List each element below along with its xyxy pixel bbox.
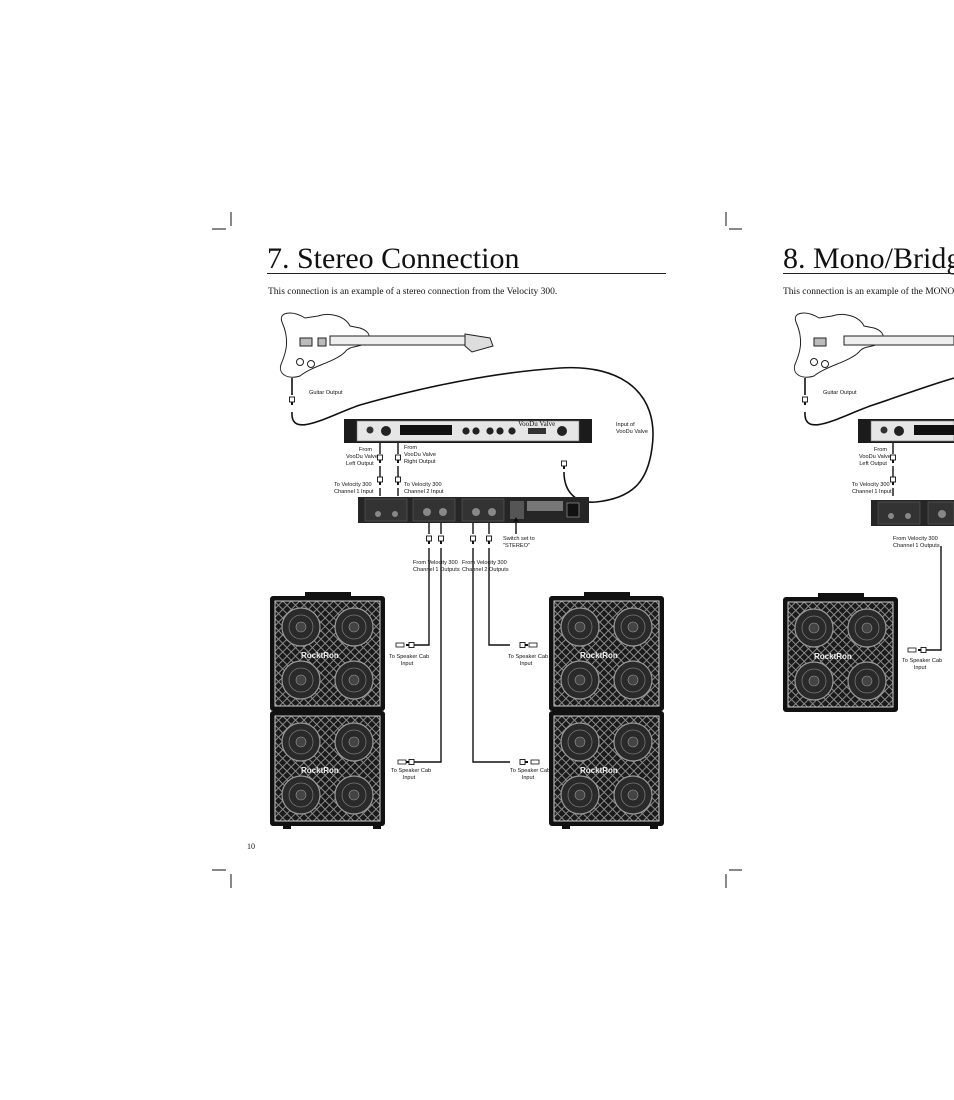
velocity-300-unit-right xyxy=(871,500,954,526)
brand-logo-2: RocktRon xyxy=(301,766,339,775)
brand-logo-3: RocktRon xyxy=(580,651,618,660)
brand-logo-right: RocktRon xyxy=(814,652,852,661)
guitar-illustration-right xyxy=(794,312,954,378)
voodu-valve-unit-right xyxy=(858,419,954,443)
page-title-left: 7. Stereo Connection xyxy=(267,242,520,275)
title-rule-right xyxy=(783,273,954,274)
label-switch: Switch set to"STEREO" xyxy=(503,536,535,549)
page-number: 10 xyxy=(247,842,255,851)
crop-marks xyxy=(212,212,742,888)
brand-logo-1: RocktRon xyxy=(301,651,339,660)
page-title-right: 8. Mono/Bridg xyxy=(783,242,954,275)
voodu-valve-unit xyxy=(344,419,592,443)
intro-left: This connection is an example of a stere… xyxy=(268,287,558,297)
title-rule-left xyxy=(267,273,666,274)
guitar-illustration xyxy=(280,312,494,378)
label-guitar-output: Guitar Output xyxy=(309,390,343,396)
brand-logo-4: RocktRon xyxy=(580,766,618,775)
velocity-300-unit xyxy=(358,497,589,523)
intro-right: This connection is an example of the MON… xyxy=(783,287,954,297)
label-guitar-output-right: Guitar Output xyxy=(823,390,857,396)
voodu-logo-text: VooDu Valve xyxy=(518,420,555,428)
